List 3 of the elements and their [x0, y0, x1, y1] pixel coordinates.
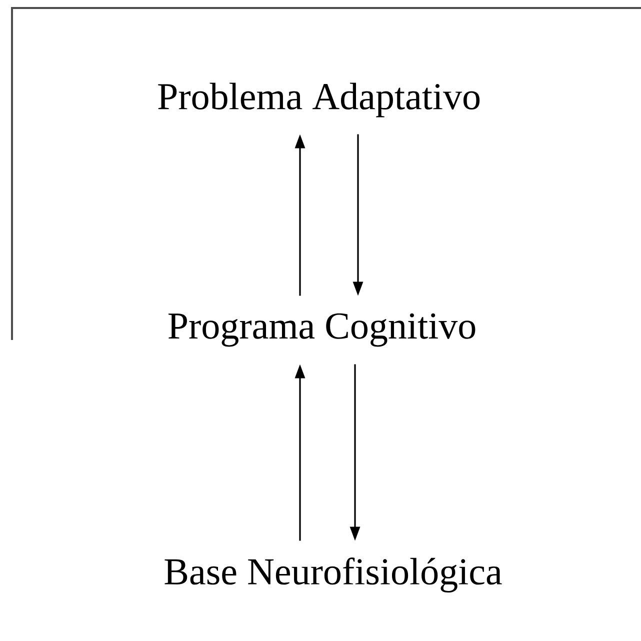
node-label: Problema Adaptativo — [158, 82, 480, 118]
node-label: Programa Cognitivo — [168, 313, 476, 347]
node-label: Base Neurofisiológica — [164, 558, 502, 592]
